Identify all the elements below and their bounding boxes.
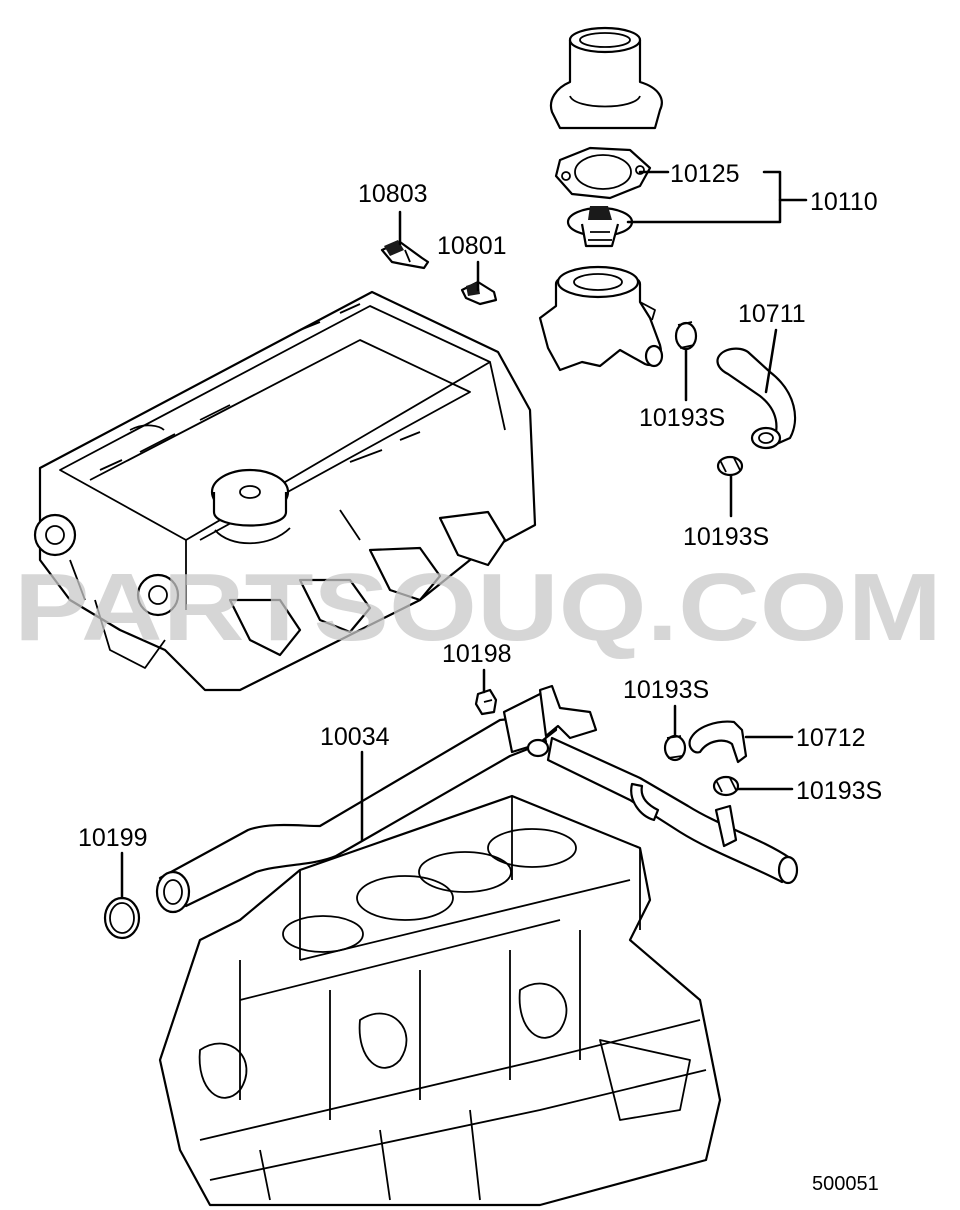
callout-10034[interactable]: 10034 — [320, 723, 390, 751]
water-hose-10712-drawing — [688, 720, 748, 764]
callout-10712[interactable]: 10712 — [796, 724, 866, 752]
thermostat-housing-drawing — [538, 26, 664, 372]
leader-lines — [120, 170, 808, 900]
hose-clamp-drawing-1 — [674, 321, 698, 351]
temperature-sensor-drawing — [380, 240, 430, 270]
hose-clamp-drawing-2 — [716, 455, 744, 477]
o-ring-10199-drawing — [103, 896, 141, 940]
callout-10193s-upper[interactable]: 10193S — [639, 404, 725, 432]
cylinder-head-drawing — [33, 290, 537, 692]
watermark-text: PARTSOUQ.COM — [14, 554, 942, 661]
callout-10198[interactable]: 10198 — [442, 640, 512, 668]
cylinder-block-drawing — [158, 794, 722, 1207]
bolt-10198-drawing — [474, 688, 498, 716]
callout-10193s-lower-right[interactable]: 10193S — [796, 777, 882, 805]
callout-10193s-lower-left[interactable]: 10193S — [623, 676, 709, 704]
hose-clamp-drawing-4 — [712, 775, 740, 797]
callout-10711[interactable]: 10711 — [738, 300, 806, 328]
callout-10801[interactable]: 10801 — [437, 232, 507, 260]
callout-10803[interactable]: 10803 — [358, 180, 428, 208]
callout-10125[interactable]: 10125 — [670, 160, 740, 188]
callout-10193s-middle[interactable]: 10193S — [683, 523, 769, 551]
callout-10199[interactable]: 10199 — [78, 824, 148, 852]
water-hose-10711-drawing — [716, 347, 797, 450]
diagram-code: 500051 — [812, 1173, 879, 1195]
callout-10110[interactable]: 10110 — [810, 188, 878, 216]
water-pipe-10034-drawing — [155, 684, 799, 914]
hose-clamp-drawing-3 — [663, 734, 687, 762]
